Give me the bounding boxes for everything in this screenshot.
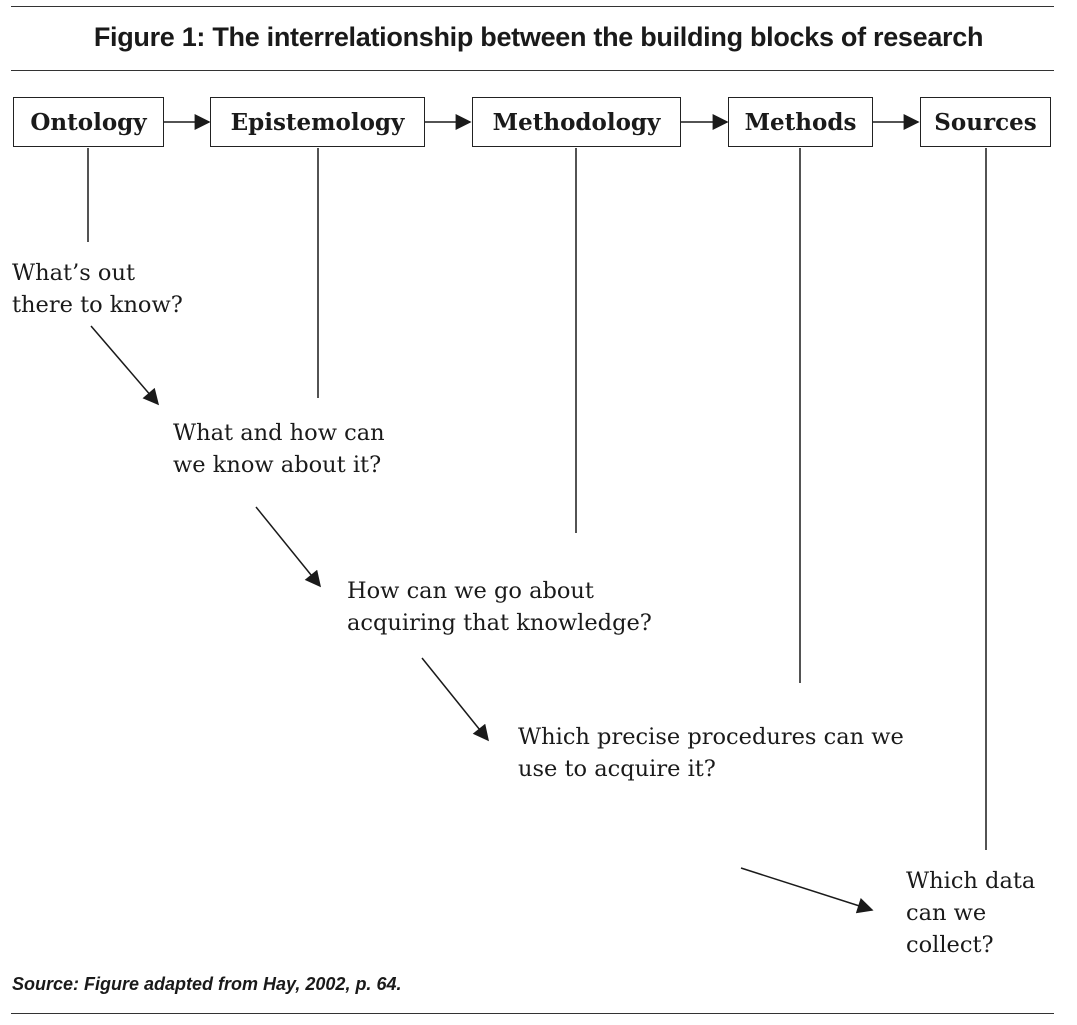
- question-line: How can we go about: [347, 578, 594, 604]
- source-label: Source: [12, 974, 74, 994]
- question-line: Which data: [906, 868, 1036, 894]
- bottom-rule: [11, 1013, 1054, 1014]
- block-ontology: Ontology: [13, 97, 164, 147]
- question-methods: Which precise procedures can we use to a…: [518, 721, 904, 785]
- question-line: Which precise procedures can we: [518, 724, 904, 750]
- figure-title: Figure 1: The interrelationship between …: [93, 22, 984, 52]
- question-line: What’s out: [12, 260, 136, 286]
- question-sources: Which data can we collect?: [906, 865, 1035, 961]
- diag-arrow-4: [740, 867, 874, 914]
- title-rule: [11, 70, 1054, 71]
- question-line: acquiring that knowledge?: [347, 610, 652, 636]
- question-line: can we: [906, 900, 987, 926]
- block-epistemology: Epistemology: [210, 97, 425, 147]
- diag-arrow-2: [255, 506, 322, 588]
- block-methodology: Methodology: [472, 97, 681, 147]
- question-epistemology: What and how can we know about it?: [173, 417, 385, 481]
- block-sources: Sources: [920, 97, 1051, 147]
- question-line: there to know?: [12, 292, 183, 318]
- source-text: : Figure adapted from Hay, 2002, p. 64.: [73, 974, 402, 994]
- question-line: What and how can: [173, 420, 385, 446]
- question-line: use to acquire it?: [518, 756, 716, 782]
- diag-arrow-3: [421, 657, 490, 742]
- question-line: we know about it?: [173, 452, 382, 478]
- diag-arrow-1: [90, 325, 160, 406]
- question-line: collect?: [906, 932, 994, 958]
- source-note: Source: Figure adapted from Hay, 2002, p…: [12, 974, 401, 995]
- top-rule: [11, 6, 1054, 7]
- question-methodology: How can we go about acquiring that knowl…: [347, 575, 652, 639]
- question-ontology: What’s out there to know?: [12, 257, 183, 321]
- block-methods: Methods: [728, 97, 873, 147]
